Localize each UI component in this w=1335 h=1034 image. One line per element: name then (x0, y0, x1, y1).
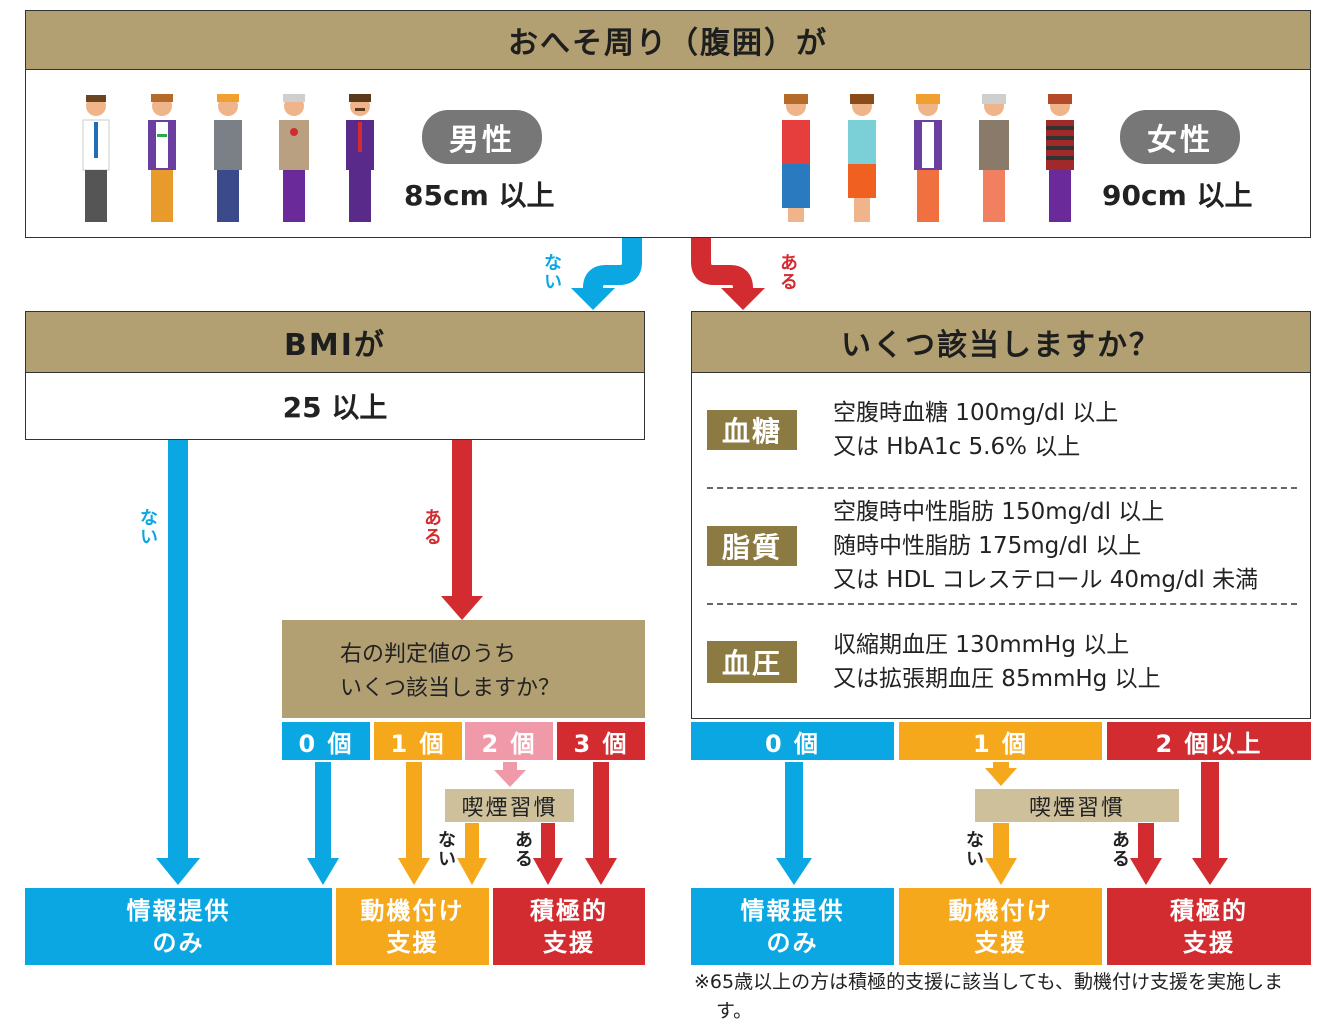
left-count-2: 2 個 (465, 722, 553, 760)
left-smoking-yes-label: ある (512, 830, 533, 868)
criteria-panel (691, 373, 1311, 719)
right-count-1: 1 個 (899, 722, 1102, 760)
waist-no-label: ない (541, 253, 562, 291)
left-count-1: 1 個 (374, 722, 462, 760)
left-count-3: 3 個 (557, 722, 645, 760)
bmi-no-label: ない (137, 508, 158, 546)
right-smk-yes-line (1138, 823, 1154, 860)
left-result-info: 情報提供 のみ (25, 888, 332, 965)
bmi-no-arrow-head (156, 858, 200, 885)
left-smoking-box: 喫煙習慣 (445, 789, 574, 822)
right-smoking-no-label: ない (963, 830, 984, 868)
left-smk-yes-arrow-head (533, 858, 563, 885)
bmi-title: BMIが (25, 311, 645, 373)
right-0-line (785, 762, 803, 860)
female-threshold: 90cm 以上 (1102, 179, 1253, 212)
female-figure-5 (1046, 94, 1074, 222)
blood-pressure-criteria: 収縮期血圧 130mmHg 以上 又は拡張期血圧 85mmHg 以上 (833, 632, 1161, 692)
right-smoking-yes-label: ある (1109, 830, 1130, 868)
female-figure-2 (848, 94, 876, 222)
bmi-no-line (168, 440, 188, 860)
footnote: ※65歳以上の方は積極的支援に該当しても、動機付け支援を実施します。 (694, 971, 1284, 1022)
left-question: 右の判定値のうち いくつ該当しますか？ (282, 620, 645, 718)
right-result-active: 積極的 支援 (1107, 888, 1311, 965)
left-result-motivation: 動機付け 支援 (336, 888, 489, 965)
left-0-line (315, 762, 331, 860)
left-smk-no-line (465, 823, 479, 860)
lipid-criteria: 空腹時中性脂肪 150mg/dl 以上 随時中性脂肪 175mg/dl 以上 又… (833, 499, 1259, 593)
left-1-line (406, 762, 422, 860)
male-figure-2 (148, 94, 176, 222)
left-smk-no-arrow-head (457, 858, 487, 885)
risk-count-title: いくつ該当しますか？ (691, 311, 1311, 373)
blood-sugar-category: 血糖 (707, 410, 797, 450)
female-figure-3 (914, 94, 942, 222)
right-0-arrow-head (776, 858, 812, 885)
male-figure-4 (279, 94, 309, 222)
lipid-category: 脂質 (707, 526, 797, 566)
female-figure-4 (979, 94, 1009, 222)
right-smk-no-line (993, 823, 1009, 860)
gender-panel (25, 70, 1311, 238)
bmi-yes-arrow-head (441, 596, 483, 620)
female-label: 女性 (1120, 110, 1240, 164)
left-count-0: 0 個 (282, 722, 370, 760)
left-2-line (503, 762, 517, 772)
no-curve-arrow-head (571, 288, 615, 310)
right-smoking-box: 喫煙習慣 (975, 789, 1179, 822)
blood-pressure-category: 血圧 (707, 641, 797, 683)
left-smoking-no-label: ない (435, 830, 456, 868)
waist-yes-label: ある (777, 253, 798, 291)
yes-curve-arrow (691, 238, 753, 290)
female-figures-illustration (782, 94, 1074, 222)
right-count-2plus: 2 個以上 (1107, 722, 1311, 760)
male-figure-3 (214, 94, 242, 222)
criteria-divider (707, 603, 1297, 605)
male-figure-5 (346, 94, 374, 222)
right-result-motivation: 動機付け 支援 (899, 888, 1102, 965)
male-label: 男性 (422, 110, 542, 164)
bmi-value: 25 以上 (25, 373, 645, 440)
waist-title: おへそ周り（腹囲）が (25, 10, 1311, 70)
left-result-active: 積極的 支援 (493, 888, 645, 965)
right-smk-no-arrow-head (985, 858, 1017, 885)
right-2-arrow-head (1192, 858, 1228, 885)
right-1-arrow-head (985, 768, 1017, 786)
yes-curve-arrow-head (721, 288, 765, 310)
female-figure-1 (782, 94, 810, 222)
male-figure-1 (82, 95, 110, 222)
male-threshold: 85cm 以上 (404, 179, 555, 212)
left-3-arrow-head (585, 858, 617, 885)
left-1-arrow-head (398, 858, 430, 885)
left-0-arrow-head (307, 858, 339, 885)
left-3-line (593, 762, 609, 860)
bmi-yes-label: ある (421, 508, 442, 546)
right-smk-yes-arrow-head (1130, 858, 1162, 885)
right-2-line (1201, 762, 1219, 860)
male-figures-illustration (82, 94, 374, 222)
right-count-0: 0 個 (691, 722, 894, 760)
no-curve-arrow (583, 238, 642, 290)
criteria-divider (707, 487, 1297, 489)
left-2-arrow-head (494, 770, 526, 787)
bmi-yes-line (452, 440, 472, 598)
left-smk-yes-line (541, 823, 555, 860)
blood-sugar-criteria: 空腹時血糖 100mg/dl 以上 又は HbA1c 5.6% 以上 (833, 400, 1119, 460)
right-1-line (993, 762, 1009, 770)
right-result-info: 情報提供 のみ (691, 888, 894, 965)
